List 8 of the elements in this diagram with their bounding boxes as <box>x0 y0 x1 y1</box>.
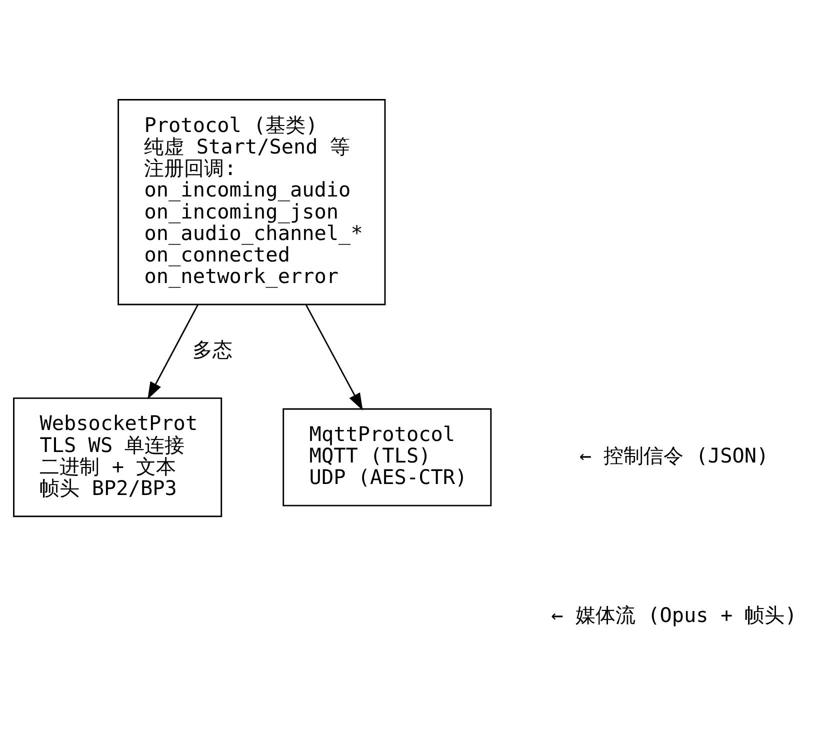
node-box: Protocol (基类) 纯虚 Start/Send 等 注册回调: on_incoming_audio on_incoming_json on_audio_channel_* on_connected on_network_error <box>118 98 386 305</box>
arrow <box>305 304 363 410</box>
edge-label: 多态 <box>192 337 232 362</box>
label: ← 媒体流 (Opus + 帧头) <box>551 602 797 626</box>
arrow <box>148 304 199 399</box>
node-box: MqttProtocol MQTT (TLS) UDP (AES-CTR) <box>282 408 492 506</box>
node-box: WebsocketProt TLS WS 单连接 二进制 + 文本 帧头 BP2/BP3 <box>13 396 222 517</box>
label: ← 控制信令 (JSON) <box>579 443 769 468</box>
